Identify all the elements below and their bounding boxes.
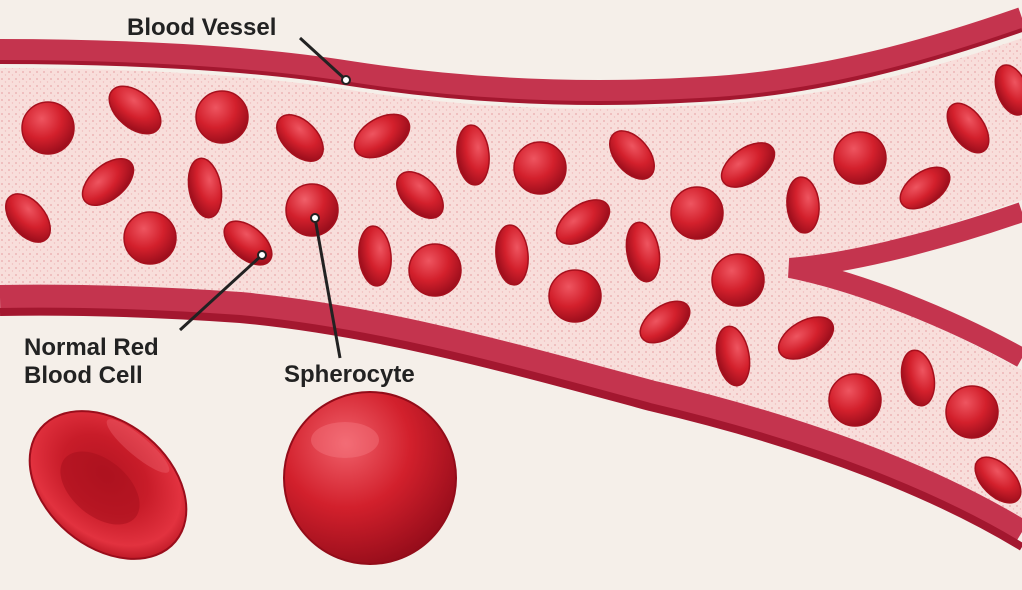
spherocyte-icon xyxy=(284,392,456,564)
label-normal-line2: Blood Cell xyxy=(24,362,143,389)
label-normal-red-blood-cell: Normal Red Blood Cell xyxy=(24,334,159,390)
normal-cell-icon xyxy=(1,381,216,589)
label-spherocyte: Spherocyte xyxy=(284,361,415,389)
label-normal-line1: Normal Red xyxy=(24,334,159,361)
label-blood-vessel: Blood Vessel xyxy=(127,14,276,42)
